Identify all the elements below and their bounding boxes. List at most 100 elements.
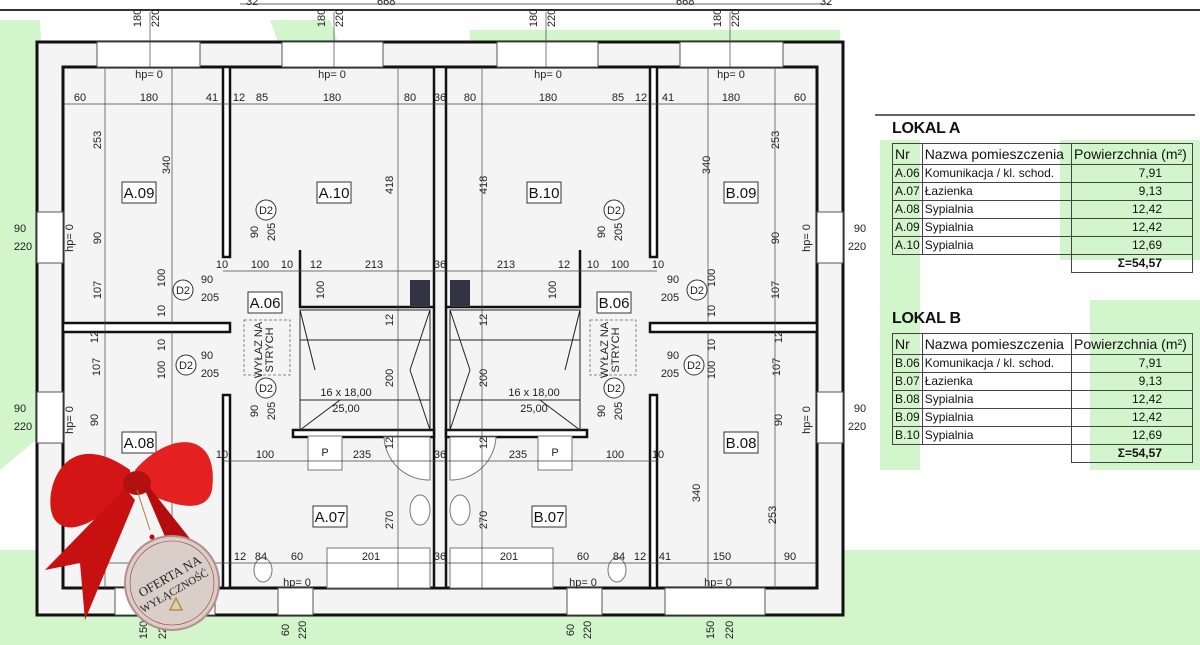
door-marker-icon <box>686 279 708 301</box>
dimension-label: 90 <box>773 414 785 426</box>
dimension-label: 220 <box>150 9 162 27</box>
dimension-label: 100 <box>256 449 274 461</box>
dimension-label: 10 <box>652 259 664 271</box>
dimension-label: 12 <box>478 314 490 326</box>
shower-tray-label: P <box>551 447 558 459</box>
col-name: Nazwa pomieszczenia <box>921 143 1073 165</box>
door-marker-icon <box>603 199 625 221</box>
dimension-label: 80 <box>464 92 476 104</box>
dimension-label: 253 <box>767 506 779 524</box>
dimension-label: 100 <box>156 269 168 287</box>
cell-name: Sypialnia <box>921 200 1073 219</box>
cell-name: Sypialnia <box>921 408 1073 427</box>
dimension-label: 270 <box>478 511 490 529</box>
door-marker-icon <box>172 279 194 301</box>
dimension-label: 180 <box>140 92 158 104</box>
ruler-label: 668 <box>676 0 694 8</box>
cell-nr: A.09 <box>892 218 923 237</box>
room-label: B.09 <box>726 185 757 202</box>
col-nr: Nr <box>892 143 923 165</box>
dimension-label: 340 <box>691 484 703 502</box>
attic-hatch-a: WYŁAZ NA STRYCH <box>243 319 291 378</box>
cell-area: 12,42 <box>1071 200 1193 219</box>
dimension-label: 205 <box>201 292 219 304</box>
sill-height-label: hp= 0 <box>64 406 76 434</box>
cell-area: 12,42 <box>1071 218 1193 237</box>
door-marker-icon <box>683 354 705 376</box>
dimension-label: 84 <box>255 551 267 563</box>
cell-nr: B.10 <box>892 426 923 445</box>
dimension-label: 100 <box>706 361 718 379</box>
ruler-label: 32 <box>820 0 832 8</box>
cell-area: 12,42 <box>1071 408 1193 427</box>
door-label: D2 <box>259 205 273 217</box>
dimension-label: 41 <box>659 551 671 563</box>
col-nr: Nr <box>892 333 923 355</box>
dimension-label: 12 <box>478 437 490 449</box>
cell-area: 9,13 <box>1071 372 1193 391</box>
svg-text:WYŁAZ NA: WYŁAZ NA <box>253 321 265 378</box>
door-label: D2 <box>690 285 704 297</box>
dimension-label: 85 <box>256 92 268 104</box>
door-label: D2 <box>607 205 621 217</box>
dimension-label: 12 <box>773 331 785 343</box>
dimension-label: 12 <box>234 551 246 563</box>
dimension-label: 270 <box>384 511 396 529</box>
staircase <box>299 309 581 431</box>
dimension-label: 340 <box>161 156 173 174</box>
door-label: D2 <box>607 383 621 395</box>
dimension-label: 220 <box>848 241 866 253</box>
dimension-label: 201 <box>500 551 518 563</box>
col-name: Nazwa pomieszczenia <box>921 333 1073 355</box>
inner-walls <box>61 65 819 590</box>
dimension-label: 205 <box>661 292 679 304</box>
lokal-a-table: Nr Nazwa pomieszczenia Powierzchnia (m²)… <box>892 143 1193 273</box>
dimension-label: 41 <box>662 92 674 104</box>
room-label: B.07 <box>534 509 565 526</box>
dimension-label: 205 <box>266 223 278 241</box>
door-marker-icon <box>255 377 277 399</box>
dimension-label: 12 <box>310 259 322 271</box>
dimension-label: 100 <box>251 259 269 271</box>
dimension-label: 12 <box>89 331 101 343</box>
sill-height-label: hp= 0 <box>801 406 813 434</box>
cell-area: 7,91 <box>1071 164 1193 183</box>
dimension-label: 90 <box>854 403 866 415</box>
logo-icon <box>168 596 184 611</box>
cell-nr: A.08 <box>892 200 923 219</box>
dimension-label: 90 <box>784 551 796 563</box>
cell-name: Sypialnia <box>921 236 1073 255</box>
stairs-spec: 16 x 18,00 <box>320 387 371 399</box>
total-area: Σ=54,57 <box>1071 254 1193 273</box>
room-label-box <box>526 181 562 204</box>
dimension-label: 60 <box>577 551 589 563</box>
exclusive-offer-tag: OFERTA NA WYŁĄCZNOŚĆ <box>124 534 220 631</box>
dimension-label: 418 <box>384 176 396 194</box>
svg-text:STRYCH: STRYCH <box>610 327 622 372</box>
room-label-box <box>596 291 632 314</box>
dimension-label: 205 <box>613 223 625 241</box>
door-marker-icon <box>175 354 197 376</box>
dimension-label: 10 <box>587 259 599 271</box>
dimension-label: 220 <box>730 9 742 27</box>
dimension-label: 253 <box>92 131 104 149</box>
stairs-spec: 16 x 18,00 <box>508 387 559 399</box>
dimension-label: 180 <box>323 92 341 104</box>
cell-name: Komunikacja / kl. schod. <box>921 354 1073 373</box>
cell-area: 12,69 <box>1071 236 1193 255</box>
door-label: D2 <box>179 360 193 372</box>
room-label: A.09 <box>124 185 155 202</box>
dimension-label: 12 <box>634 551 646 563</box>
dimension-label: 205 <box>613 402 625 420</box>
cell-nr: A.06 <box>892 164 923 183</box>
dimension-label: 220 <box>14 241 32 253</box>
dimension-label: 205 <box>661 368 679 380</box>
dimension-label: 107 <box>92 281 104 299</box>
sill-height-label: hp= 0 <box>704 577 732 589</box>
dimension-label: 60 <box>565 624 577 636</box>
